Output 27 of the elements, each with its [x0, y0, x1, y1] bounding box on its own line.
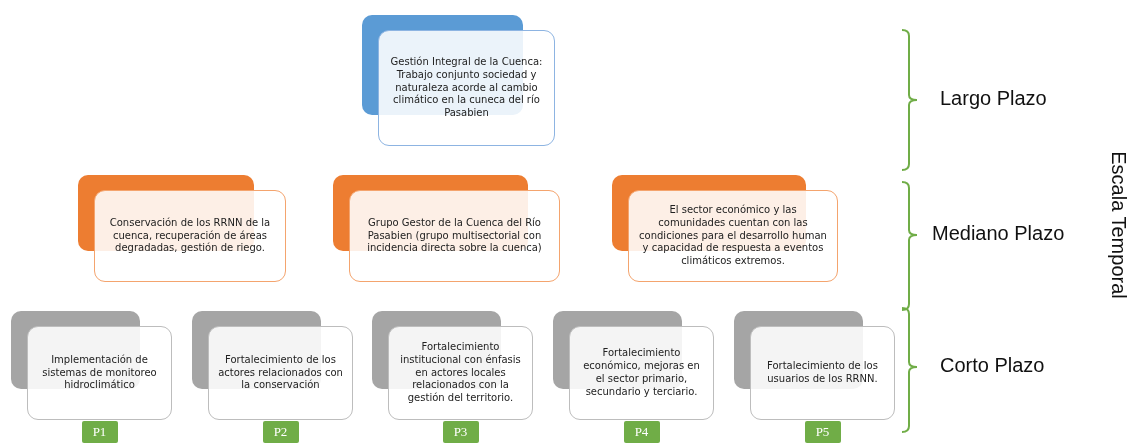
scale-label: Corto Plazo: [940, 354, 1045, 377]
text-card: [94, 190, 286, 282]
card-text: Gestión Integral de la Cuenca: Trabajo conjunto sociedad y naturaleza acorde al cambio climático en la cuneca del río Pasabien: [389, 56, 544, 120]
tag-label: P3: [442, 421, 479, 443]
card-text: Fortalecimiento de los usuarios de los RRNN.: [766, 360, 879, 386]
card-text: Implementación de sistemas de monitoreo hidroclimático: [41, 353, 158, 393]
card-text: Grupo Gestor de la Cuenca del Río Pasabien (grupo multisectorial con incidencia directa sobre la cuenca): [366, 216, 543, 256]
scale-label: Largo Plazo: [940, 87, 1047, 110]
text-card: [208, 326, 353, 420]
tag-label: P1: [81, 421, 118, 443]
scale-label: Mediano Plazo: [932, 222, 1065, 245]
axis-title: Escala Temporal: [1106, 151, 1130, 299]
card-text: Fortalecimiento de los actores relacionados con la conservación: [217, 353, 344, 393]
text-card: [378, 30, 555, 146]
card-text: El sector económico y las comunidades cuentan con las condiciones para el desarrollo human y capacidad de respuesta a eventos climáticos extremos.: [638, 204, 828, 268]
text-card: [27, 326, 172, 420]
tag-label: P2: [262, 421, 299, 443]
card-text: Fortalecimiento económico, mejoras en el sector primario, secundario y terciario.: [582, 347, 701, 399]
card-text: Conservación de los RRNN de la cuenca, recuperación de áreas degradadas, gestión de riego.: [108, 216, 272, 256]
text-card: [349, 190, 560, 282]
text-card: [628, 190, 838, 282]
card-text: Fortalecimiento institucional con énfasis en actores locales relacionados con la gestión del territorio.: [399, 341, 522, 405]
text-card: [750, 326, 895, 420]
text-card: [388, 326, 533, 420]
tag-label: P5: [804, 421, 841, 443]
tag-label: P4: [623, 421, 660, 443]
text-card: [569, 326, 714, 420]
